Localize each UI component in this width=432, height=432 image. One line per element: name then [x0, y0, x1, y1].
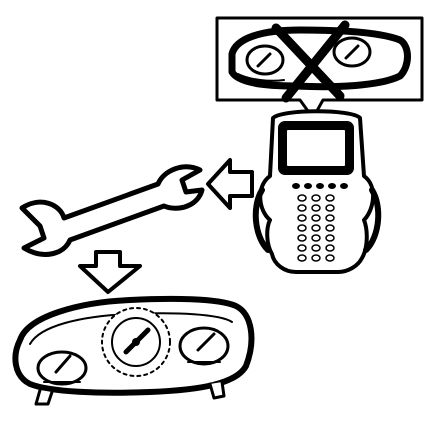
- wrench-icon: [19, 164, 205, 257]
- cross-out-mark: [271, 20, 350, 103]
- fuel-gauge: [36, 350, 88, 386]
- scan-tool-icon: [252, 109, 382, 274]
- cluster-crossed-out-icon: [228, 26, 411, 91]
- keypad: [292, 183, 348, 262]
- instrument-cluster-icon: [12, 295, 255, 406]
- arrow-left-icon: [206, 158, 254, 210]
- mounting-tabs: [34, 380, 226, 406]
- temperature-gauge: [178, 326, 230, 366]
- arrow-down-icon: [78, 250, 142, 294]
- speedometer: [101, 307, 171, 377]
